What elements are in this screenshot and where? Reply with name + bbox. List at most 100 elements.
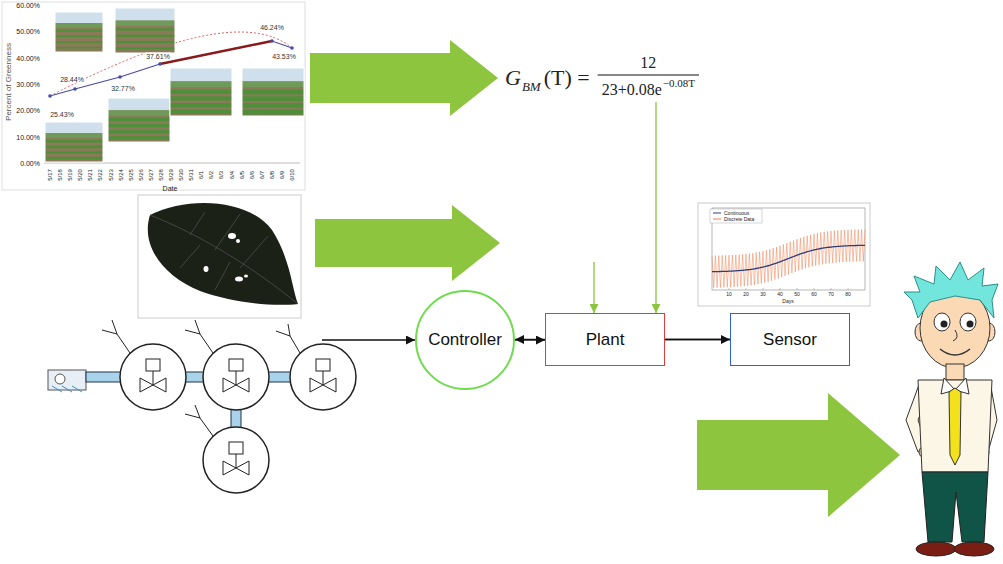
date-tick: 6/7 xyxy=(259,171,265,179)
water-symbol xyxy=(52,386,82,392)
tick-mark xyxy=(746,288,747,290)
date-tick: 5/22 xyxy=(97,169,103,181)
tick-mark xyxy=(814,288,815,290)
tie xyxy=(949,388,961,465)
photo-sky xyxy=(115,8,175,21)
date-tick: 6/5 xyxy=(239,171,245,179)
flow-arrow xyxy=(315,205,500,281)
date-tick: 6/6 xyxy=(249,171,255,179)
crop-row xyxy=(170,96,232,100)
legend-text: Discrete Data xyxy=(724,217,754,222)
leaf-frame xyxy=(138,195,301,318)
valve-circle xyxy=(290,344,356,410)
crop-row xyxy=(242,103,304,108)
data-label: 46.24% xyxy=(259,24,285,31)
photo-sky xyxy=(108,98,170,110)
date-tick: 6/10 xyxy=(289,169,295,181)
date-tick: 5/27 xyxy=(148,169,154,181)
date-tick: 6/2 xyxy=(208,171,214,179)
photo-ground xyxy=(115,8,175,53)
shoe xyxy=(954,542,994,556)
valve-symbol xyxy=(203,344,269,410)
formula-numerator: 12 xyxy=(640,55,656,71)
date-tick: 5/18 xyxy=(57,169,63,181)
crop-row xyxy=(45,151,103,154)
date-tick: 5/23 xyxy=(108,169,114,181)
crop-row xyxy=(108,118,170,121)
legend-sample xyxy=(713,219,721,220)
tick-mark xyxy=(848,288,849,290)
crop-row xyxy=(55,47,103,49)
node-label: Sensor xyxy=(763,330,817,350)
date-tick: 5/25 xyxy=(128,169,134,181)
crop-row xyxy=(170,110,232,114)
formula-part: (T) = xyxy=(544,67,590,89)
disturbance-arrow xyxy=(593,262,594,313)
date-tick: 5/28 xyxy=(158,169,164,181)
crop-row xyxy=(115,41,175,43)
photo-ground xyxy=(55,12,103,52)
legend-text: Continuous xyxy=(724,211,749,216)
valve-stem xyxy=(153,371,154,385)
leaf-spots xyxy=(244,275,248,278)
valve-actuator xyxy=(146,359,160,371)
date-tick: 5/24 xyxy=(118,169,124,181)
axis-title: Date xyxy=(163,185,178,192)
formula-subscript: BM xyxy=(522,80,541,93)
trousers xyxy=(922,472,988,542)
nose xyxy=(953,330,957,341)
crop-row xyxy=(115,35,175,37)
photo-frame xyxy=(108,98,170,142)
legend-box xyxy=(710,209,762,223)
date-tick: 5/26 xyxy=(138,169,144,181)
date-tick: 5/31 xyxy=(188,169,194,181)
chart-tick: 60 xyxy=(811,292,817,297)
data-points xyxy=(290,46,294,50)
flow-arrow xyxy=(310,40,498,116)
plot-area xyxy=(712,208,865,290)
node-label: Controller xyxy=(428,330,502,350)
axis-title: Percent of Greenness xyxy=(5,43,13,121)
date-tick: 6/9 xyxy=(279,171,285,179)
valve-symbol xyxy=(290,344,356,410)
leaf-spots xyxy=(204,266,209,272)
photo-frame xyxy=(170,68,232,116)
date-tick: 5/30 xyxy=(178,169,184,181)
crop-row xyxy=(115,47,175,49)
trend-line xyxy=(160,41,272,64)
flow-arrow xyxy=(310,40,900,517)
circle-outline xyxy=(416,291,514,389)
leaf-spots xyxy=(235,277,243,282)
crop-row xyxy=(115,28,175,30)
pupil xyxy=(967,321,974,328)
shirt xyxy=(918,380,992,472)
tick-mark xyxy=(780,288,781,290)
data-points xyxy=(73,87,77,91)
data-label: 43.53% xyxy=(271,53,297,60)
discrete-data xyxy=(712,229,865,287)
valve-circle xyxy=(120,344,186,410)
field-photo xyxy=(55,12,103,52)
chart-tick: 80 xyxy=(845,292,851,297)
date-tick: 5/17 xyxy=(47,169,53,181)
field-photo xyxy=(115,8,175,53)
chart-tick: 10 xyxy=(726,292,732,297)
data-points xyxy=(118,75,122,79)
photo-trees xyxy=(115,21,175,26)
photo-ground xyxy=(108,98,170,142)
leaf-veins xyxy=(150,212,298,304)
data-points xyxy=(270,39,274,43)
fraction-bar xyxy=(598,74,699,75)
tick-mark xyxy=(831,288,832,290)
photo-ground xyxy=(170,68,232,116)
chart-tick: 20 xyxy=(743,292,749,297)
greenness-chart xyxy=(2,2,305,190)
field-photo xyxy=(108,98,170,142)
crop-row xyxy=(108,130,170,133)
valve-circle xyxy=(203,427,269,493)
photo-trees xyxy=(242,81,304,87)
crop-row xyxy=(55,41,103,43)
crop-row xyxy=(108,124,170,127)
photo-sky xyxy=(55,12,103,23)
chart-frame xyxy=(2,2,305,190)
